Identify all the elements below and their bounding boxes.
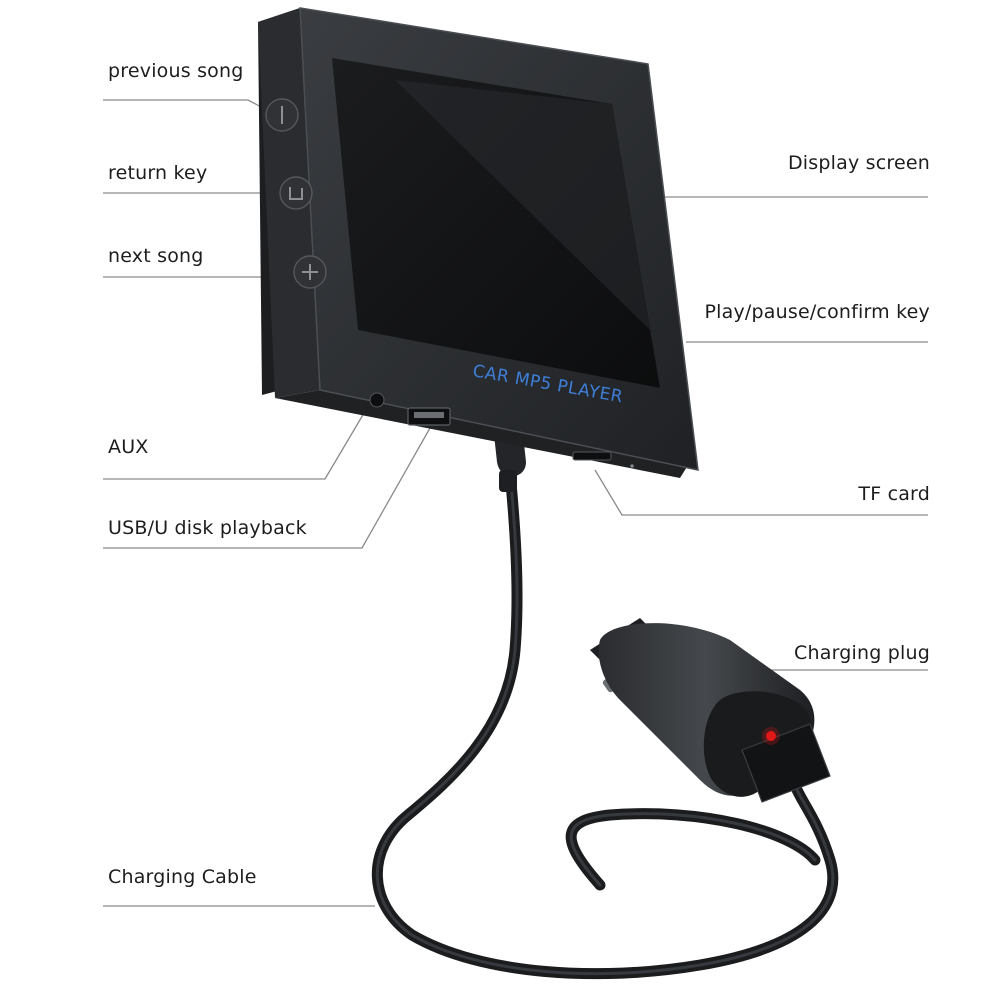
charging-plug	[590, 618, 831, 803]
mp5-device	[258, 7, 699, 478]
label-previous-song: previous song	[108, 60, 244, 82]
label-aux: AUX	[108, 436, 149, 458]
charging-cable	[371, 446, 839, 980]
side-buttons	[265, 98, 327, 289]
label-next-song: next song	[108, 245, 204, 267]
label-charging-plug: Charging plug	[794, 642, 930, 664]
tf-card-slot	[572, 451, 612, 461]
leader-aux	[103, 407, 368, 480]
label-charging-cable: Charging Cable	[108, 866, 257, 888]
label-tf-card: TF card	[858, 483, 930, 505]
leader-tf-card	[594, 469, 928, 516]
next-song-button[interactable]	[293, 255, 327, 289]
leader-lines	[103, 99, 928, 907]
leader-usb	[103, 427, 431, 549]
aux-port	[369, 392, 385, 408]
label-return-key: return key	[108, 162, 208, 184]
leader-previous-song	[103, 99, 283, 119]
return-key-button[interactable]	[279, 176, 313, 210]
label-usb-u-disk-playback: USB/U disk playback	[108, 517, 307, 539]
led-indicator	[766, 731, 776, 741]
previous-song-button[interactable]	[265, 98, 299, 132]
label-play-pause-confirm-key: Play/pause/confirm key	[704, 301, 930, 323]
label-display-screen: Display screen	[787, 152, 930, 174]
